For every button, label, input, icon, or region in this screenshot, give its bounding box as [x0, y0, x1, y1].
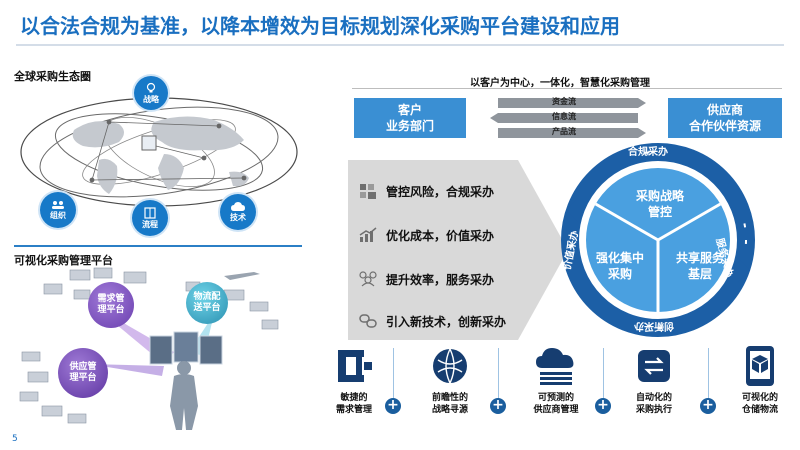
- customer-box: 客户 业务部门: [354, 98, 466, 138]
- rising-bar-chart-icon: [356, 224, 380, 246]
- procurement-ring: [561, 143, 755, 337]
- capability-5-line-1: 可视化的: [741, 393, 778, 403]
- segment-shared-service: 共享服务 基层: [664, 250, 736, 282]
- supplier-box-line-2: 合作伙伴资源: [688, 119, 761, 133]
- ecosystem-node-organization: 组织: [40, 192, 76, 228]
- diagram-header: 以客户为中心，一体化，智慧化采购管理: [470, 78, 650, 89]
- benefit-row-3: 提升效率，服务采办: [356, 268, 494, 290]
- capability-1-line-1: 敏捷的: [340, 393, 368, 403]
- platform-demand-label: 需求管理平台: [97, 294, 125, 315]
- capability-4-line-2: 采购执行: [635, 405, 672, 415]
- capability-5-line-2: 仓储物流: [741, 405, 778, 415]
- risk-control-icon: [356, 180, 380, 202]
- platform-logistics-label: 物流配送平台: [193, 292, 221, 313]
- plus-connector-4: +: [700, 398, 716, 414]
- cap-divider-3: [603, 348, 604, 400]
- node-label-process: 流程: [142, 219, 158, 229]
- cap-divider-4: [708, 348, 709, 400]
- page-title: 以合法合规为基准，以降本增效为目标规划深化采购平台建设和应用: [20, 14, 620, 38]
- capability-2-line-2: 战略寻源: [431, 405, 468, 415]
- segment-centralized-line-1: 强化集中: [595, 251, 644, 265]
- platform-logistics-sphere: 物流配送平台: [186, 282, 228, 324]
- capabilities-row: 敏捷的 需求管理 前瞻性的 战略寻源 可预测的 供应商管理 自动化的 采购执行 …: [330, 342, 790, 442]
- clamp-icon: [338, 350, 372, 382]
- lightbulb-icon: [146, 82, 156, 92]
- page-number: 5: [12, 434, 18, 444]
- capability-2-caption: 前瞻性的 战略寻源: [405, 392, 495, 416]
- people-icon: [52, 200, 64, 209]
- flow-label-product: 产品流: [552, 127, 576, 136]
- cap-divider-1: [393, 348, 394, 400]
- capability-4-caption: 自动化的 采购执行: [609, 392, 699, 416]
- world-orbit-graphic: [20, 97, 298, 207]
- ecosystem-node-technology: 技术: [220, 194, 256, 230]
- segment-centralized: 强化集中 采购: [584, 250, 656, 282]
- cloud-icon: [536, 348, 574, 385]
- benefit-text-1: 管控风险，合规采办: [386, 184, 495, 199]
- segment-strategy-line-1: 采购战略: [635, 189, 684, 203]
- node-label-technology: 技术: [230, 212, 246, 222]
- platform-section-title: 可视化采购管理平台: [14, 254, 113, 267]
- ecosystem-node-strategy: 战略: [134, 76, 168, 110]
- ring-label-bottom: 创新采办: [634, 320, 674, 331]
- team-icon: [356, 268, 380, 290]
- platform-illustration: [19, 267, 279, 430]
- cloud-small-icon: [231, 201, 245, 211]
- ring-label-top: 合规采办: [628, 147, 668, 158]
- benefit-row-4: 引入新技术，创新采办: [356, 310, 506, 332]
- flow-arrows: [490, 98, 646, 138]
- benefits-chevron-shape: [348, 160, 568, 340]
- segment-shared-line-1: 共享服务: [675, 251, 724, 265]
- flow-label-information: 信息流: [552, 112, 576, 121]
- platform-demand-sphere: 需求管理平台: [88, 282, 134, 328]
- capability-3-line-2: 供应商管理: [533, 405, 579, 415]
- node-label-organization: 组织: [50, 210, 66, 220]
- benefit-text-2: 优化成本，价值采办: [386, 228, 495, 243]
- benefit-row-1: 管控风险，合规采办: [356, 180, 494, 202]
- chain-link-icon: [356, 310, 380, 332]
- diagram-header-rule: [352, 88, 782, 89]
- benefit-text-3: 提升效率，服务采办: [386, 272, 495, 287]
- customer-box-line-1: 客户: [397, 103, 422, 117]
- plus-connector-2: +: [490, 398, 506, 414]
- segment-strategy-line-2: 管控: [647, 205, 672, 219]
- mobile-box-icon: [746, 346, 774, 386]
- platform-supplier-label: 供应管理平台: [69, 362, 97, 383]
- capability-1-caption: 敏捷的 需求管理: [309, 392, 399, 416]
- ecosystem-node-process: 流程: [132, 200, 168, 236]
- capability-2-line-1: 前瞻性的: [431, 393, 468, 403]
- flow-label-capital: 资金流: [552, 97, 576, 106]
- customer-box-line-2: 业务部门: [385, 119, 434, 133]
- title-divider: [16, 44, 784, 46]
- cycle-arrows-icon: [638, 350, 670, 382]
- node-label-strategy: 战略: [143, 94, 159, 104]
- segment-strategy: 采购战略 管控: [622, 188, 698, 220]
- supplier-box: 供应商 合作伙伴资源: [668, 98, 782, 138]
- capability-3-caption: 可预测的 供应商管理: [511, 392, 601, 416]
- segment-centralized-line-2: 采购: [607, 267, 632, 281]
- segment-shared-line-2: 基层: [687, 267, 712, 281]
- benefit-text-4: 引入新技术，创新采办: [386, 314, 507, 329]
- benefit-row-2: 优化成本，价值采办: [356, 224, 494, 246]
- platform-supplier-sphere: 供应管理平台: [58, 348, 108, 398]
- capability-1-line-2: 需求管理: [335, 405, 372, 415]
- globe-network-icon: [433, 348, 467, 384]
- ecosystem-divider: [14, 245, 302, 247]
- plus-connector-1: +: [385, 398, 401, 414]
- flowchart-icon: [144, 206, 156, 219]
- capability-4-line-1: 自动化的: [635, 393, 672, 403]
- ecosystem-section-title: 全球采购生态圈: [14, 70, 91, 83]
- benefits-panel: 管控风险，合规采办 优化成本，价值采办 提升效率，服务采办 引入新技术，创新采办: [348, 160, 568, 340]
- supplier-box-line-1: 供应商: [706, 103, 743, 117]
- cap-divider-2: [498, 348, 499, 400]
- plus-connector-3: +: [595, 398, 611, 414]
- capability-5-caption: 可视化的 仓储物流: [715, 392, 800, 416]
- capability-3-line-1: 可预测的: [537, 393, 574, 403]
